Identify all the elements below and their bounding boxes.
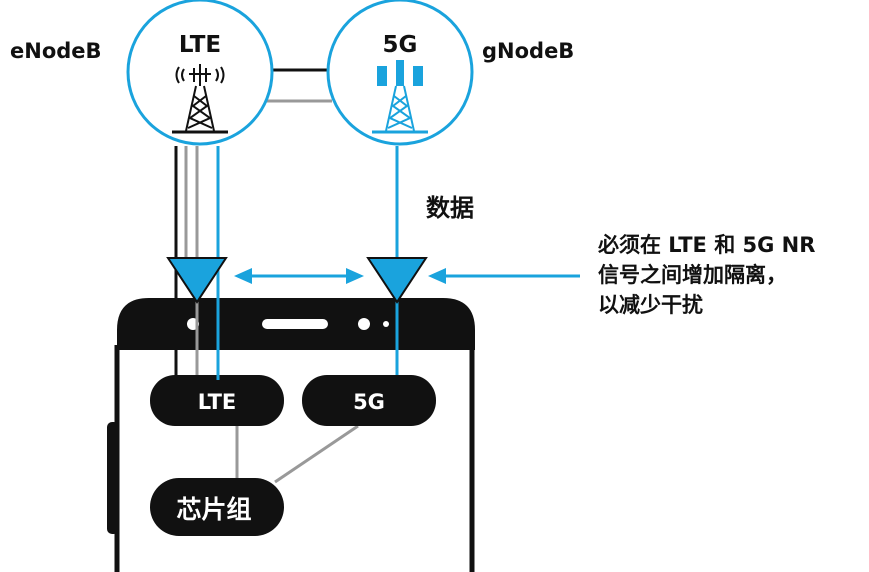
chipset-pill [150, 478, 284, 536]
5g-tower-node: 5G [326, 0, 474, 146]
lte-tower-icon [172, 64, 228, 134]
5g-module: 5G [302, 375, 436, 426]
antennas [166, 257, 428, 304]
isolation-arrows [234, 268, 580, 284]
5g-module-label: 5G [353, 390, 385, 414]
note-pointer-arrowhead [428, 268, 446, 284]
phone-body [107, 298, 475, 572]
5g-module-pill [302, 375, 436, 426]
lte-module-label: LTE [198, 390, 237, 414]
chipset: 芯片组 [150, 478, 284, 536]
phone-camera-right [358, 318, 370, 330]
5g-antenna-triangle [366, 257, 428, 304]
chipset-label: 芯片组 [176, 495, 251, 524]
data-label: 数据 [426, 194, 474, 222]
isolation-note-line1: 必须在 LTE 和 5G NR [598, 233, 815, 257]
phone-speaker-slot [262, 319, 328, 329]
lte-module-pill [150, 375, 284, 426]
5g-tower-icon [372, 60, 428, 134]
backhaul-links [266, 68, 332, 103]
gnodeb-label: gNodeB [482, 39, 574, 63]
lte-tower-label: LTE [179, 32, 221, 58]
5g-tower-label: 5G [383, 32, 418, 58]
isolation-arrowhead-left [234, 268, 252, 284]
lte-tower-node: LTE [126, 0, 274, 146]
isolation-note-line3: 以减少干扰 [598, 293, 703, 317]
phone-sensor-dot [383, 321, 389, 327]
lte-antenna-triangle [166, 257, 228, 304]
phone-side-button [107, 422, 119, 534]
chipset-links [235, 424, 359, 484]
5g-to-chipset-line [274, 424, 359, 484]
isolation-arrowhead-right [346, 268, 364, 284]
isolation-note-line2: 信号之间增加隔离， [598, 263, 787, 287]
enodeb-label: eNodeB [10, 39, 102, 63]
lte-module: LTE [150, 375, 284, 426]
